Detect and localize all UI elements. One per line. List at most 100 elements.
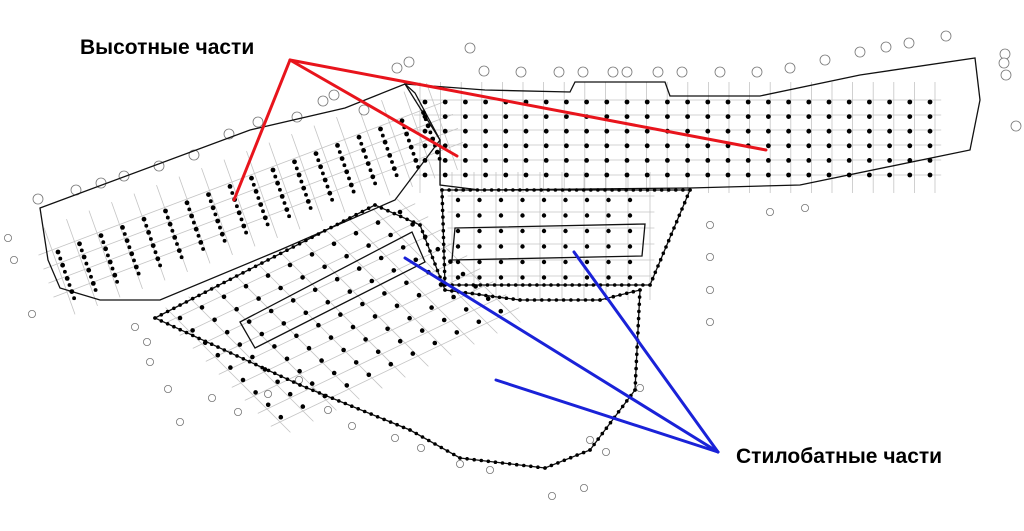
column-dot [745, 128, 751, 134]
column-dot [766, 158, 771, 163]
axis-marker [252, 116, 264, 128]
column-dot [266, 258, 270, 262]
column-dot [382, 139, 388, 145]
column-dot [433, 262, 437, 266]
column-dot [398, 214, 403, 219]
column-dot [265, 222, 270, 227]
column-dot [584, 213, 590, 218]
column-dot [471, 283, 476, 287]
column-dot [685, 158, 690, 163]
axis-marker [819, 54, 831, 66]
column-dot [316, 322, 321, 328]
axis-marker [9, 255, 18, 264]
column-dot [101, 240, 106, 245]
column-dot [636, 323, 640, 328]
column-dot [442, 99, 448, 105]
column-dot [826, 114, 832, 119]
column-dot [439, 445, 444, 450]
column-dot [176, 248, 182, 254]
column-dot [648, 283, 652, 287]
column-dot [278, 285, 283, 291]
axis-marker [32, 193, 44, 205]
column-dot [592, 442, 596, 447]
column-dot [887, 128, 892, 134]
column-dot [669, 232, 674, 237]
column-dot [685, 99, 690, 105]
column-dot [254, 362, 258, 367]
column-dot [218, 225, 222, 230]
column-dot [418, 223, 422, 227]
column-dot [216, 283, 220, 288]
column-dot [523, 158, 529, 163]
axis-marker [233, 407, 242, 416]
column-dot [664, 245, 668, 249]
column-dot [907, 172, 913, 178]
column-dot [553, 188, 558, 192]
column-dot [375, 220, 381, 225]
column-dot [659, 188, 664, 192]
column-dot [485, 283, 490, 287]
column-dot [146, 230, 152, 235]
column-dot [549, 283, 553, 287]
column-dot [414, 431, 419, 436]
column-dot [477, 197, 482, 203]
column-dot [316, 232, 321, 236]
column-dot [450, 289, 454, 293]
column-dot [624, 128, 630, 134]
column-dot [430, 255, 435, 260]
column-dot [887, 158, 892, 163]
column-dot [250, 354, 255, 360]
column-dot [405, 217, 409, 222]
axis-marker [621, 66, 633, 78]
column-dot [498, 259, 504, 265]
column-dot [591, 283, 596, 287]
column-dot [303, 310, 309, 316]
column-dot [359, 141, 364, 146]
column-dot [416, 165, 421, 169]
axis-marker [464, 42, 476, 54]
column-dot [435, 268, 440, 273]
axis-marker [403, 56, 415, 68]
column-dot [441, 228, 446, 233]
column-dot [203, 339, 208, 344]
column-dot [563, 197, 568, 203]
column-dot [268, 308, 274, 314]
column-dot [331, 241, 337, 247]
column-dot [256, 196, 261, 200]
column-dot [308, 206, 313, 210]
column-dot [529, 464, 533, 469]
column-dot [541, 259, 547, 265]
column-dot [680, 207, 684, 211]
column-dot [228, 365, 233, 370]
column-dot [435, 246, 441, 252]
column-dot [261, 209, 265, 214]
column-dot [313, 151, 319, 157]
column-dot [339, 156, 345, 162]
column-dot [353, 230, 359, 236]
column-dot [208, 199, 213, 204]
column-dot [228, 351, 233, 355]
column-dot [292, 159, 297, 165]
column-dot [442, 256, 446, 260]
column-dot [606, 275, 611, 280]
column-dot [867, 143, 872, 149]
column-dot [259, 331, 265, 337]
column-dot [584, 158, 589, 163]
column-dot [619, 283, 624, 287]
column-dot [604, 99, 610, 105]
column-dot [343, 401, 348, 406]
column-dot [455, 213, 461, 218]
column-dot [584, 259, 590, 265]
column-dot [584, 143, 589, 149]
column-dot [422, 128, 428, 134]
column-dot [644, 172, 650, 178]
column-dot [666, 238, 671, 243]
column-dot [584, 99, 589, 105]
column-dot [637, 309, 641, 314]
axis-marker [317, 95, 329, 107]
column-dot [618, 293, 622, 297]
column-dot [612, 283, 617, 287]
column-dot [197, 293, 201, 298]
column-dot [279, 374, 283, 379]
column-dot [309, 252, 315, 257]
